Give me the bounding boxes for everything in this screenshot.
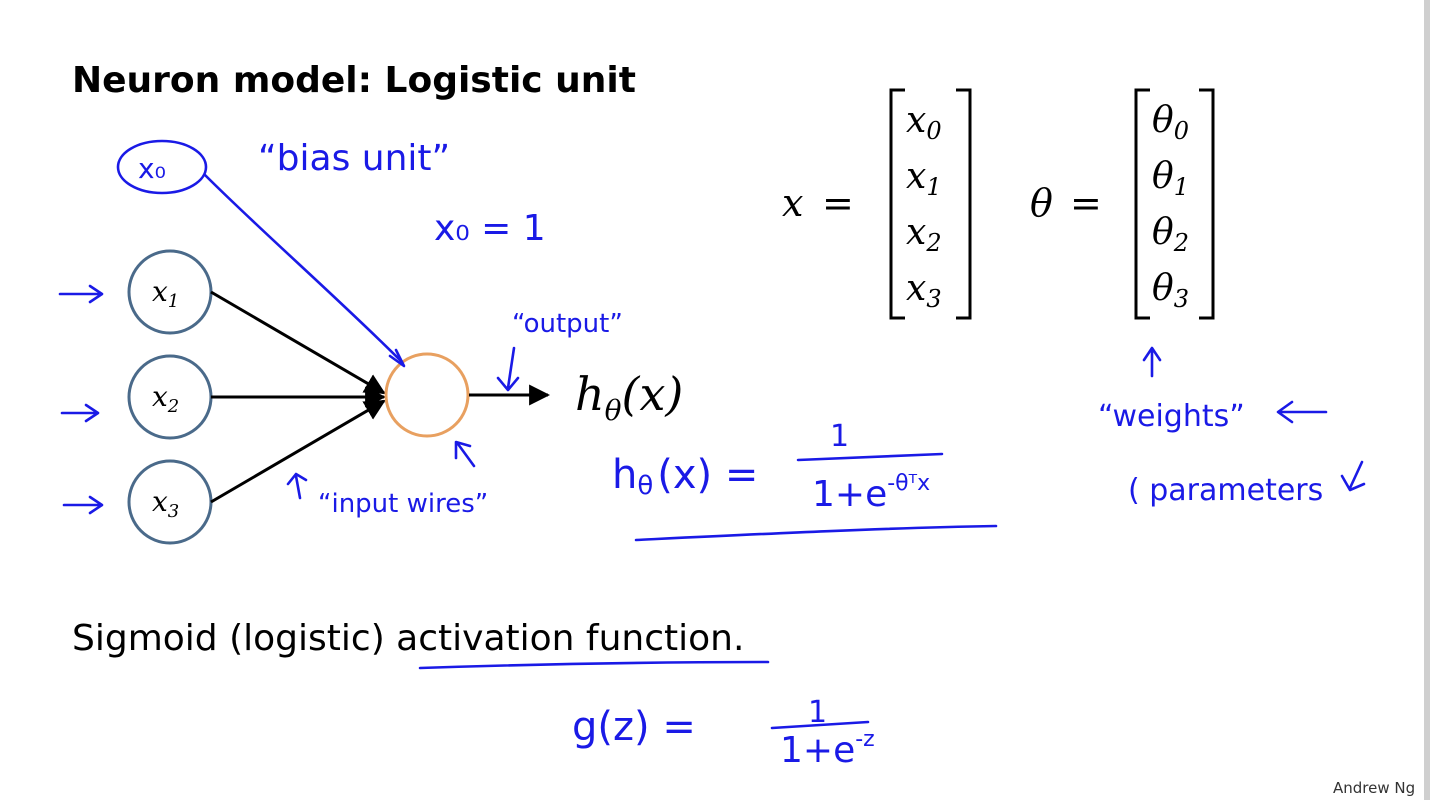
vector-x-symbol: x: [782, 181, 803, 225]
h-formula-underline: [634, 524, 998, 542]
vector-theta-right-bracket: [1199, 88, 1215, 320]
vector-x-entry-0: x0: [906, 100, 942, 145]
input-wires-label: “input wires”: [318, 489, 488, 519]
vector-x-entry-1: x1: [906, 156, 942, 201]
vector-theta-entry-0: θ0: [1152, 100, 1189, 145]
vector-theta: θ = θ0 θ1 θ2 θ3: [1030, 88, 1215, 320]
weights-label: “weights”: [1098, 399, 1245, 434]
g-formula-denominator: 1+e-z: [780, 727, 875, 771]
wire-x3: [210, 399, 386, 504]
wire-x1: [210, 290, 386, 395]
h-formula-numerator: 1: [830, 419, 849, 454]
input-arrow-2: [60, 403, 100, 423]
slide-title: Neuron model: Logistic unit: [72, 60, 636, 101]
h-formula-denominator: 1+e-θᵀx: [812, 471, 930, 515]
sigmoid-subtitle: Sigmoid (logistic) activation function.: [72, 618, 744, 659]
output-hypothesis: hθ(x): [575, 367, 683, 427]
vector-theta-equals: =: [1070, 181, 1102, 225]
vector-theta-entry-1: θ1: [1152, 156, 1189, 201]
vector-x-entry-2: x2: [906, 212, 942, 257]
bias-value-label: x₀ = 1: [434, 208, 546, 249]
input-node-x2-label: x2: [152, 380, 179, 417]
h-formula-fraction-bar: [796, 452, 944, 462]
vector-x-entry-3: x3: [906, 268, 942, 313]
vector-x: x = x0 x1 x2 x3: [782, 88, 972, 320]
input-node-x3-label: x3: [152, 485, 179, 522]
vector-x-left-bracket: [889, 88, 905, 320]
weights-left-arrow: [1276, 400, 1328, 424]
vector-x-right-bracket: [956, 88, 972, 320]
output-label-arrow: [496, 346, 520, 392]
vector-theta-left-bracket: [1134, 88, 1150, 320]
slide-edge-bar: [1424, 0, 1430, 800]
output-label: “output”: [512, 309, 623, 339]
input-nodes: x1 x2 x3: [127, 249, 213, 545]
g-formula-numerator: 1: [808, 695, 827, 730]
g-formula-fraction-bar: [770, 720, 870, 730]
bias-node-label: x₀: [138, 152, 166, 185]
bias-wire-arrowhead: [388, 348, 406, 368]
weights-up-arrow: [1142, 346, 1162, 378]
bias-node: [116, 139, 208, 195]
author-credit: Andrew Ng: [1333, 779, 1415, 797]
bias-wire: [203, 173, 404, 364]
input-wires: [210, 290, 387, 504]
output-node: [384, 352, 470, 438]
parameters-arrow: [1340, 460, 1366, 492]
input-arrow-1: [58, 284, 104, 304]
input-arrow-3: [62, 495, 104, 515]
vector-theta-symbol: θ: [1030, 181, 1053, 225]
g-formula-lhs: g(z) =: [572, 704, 696, 750]
vector-theta-entry-2: θ2: [1152, 212, 1189, 257]
vector-x-equals: =: [822, 181, 854, 225]
activation-underline: [418, 660, 770, 670]
h-formula-lhs: hθ(x) =: [612, 452, 758, 501]
input-node-x1-label: x1: [152, 275, 179, 312]
handwritten-annotations: x₀ “bias unit” x₀ = 1 “output” “input wi…: [58, 138, 1366, 771]
input-wires-arrow: [286, 472, 308, 500]
parameters-label: ( parameters: [1128, 473, 1323, 508]
output-node-arrow: [454, 440, 476, 468]
bias-unit-label: “bias unit”: [258, 138, 450, 179]
vector-theta-entry-3: θ3: [1152, 268, 1189, 313]
